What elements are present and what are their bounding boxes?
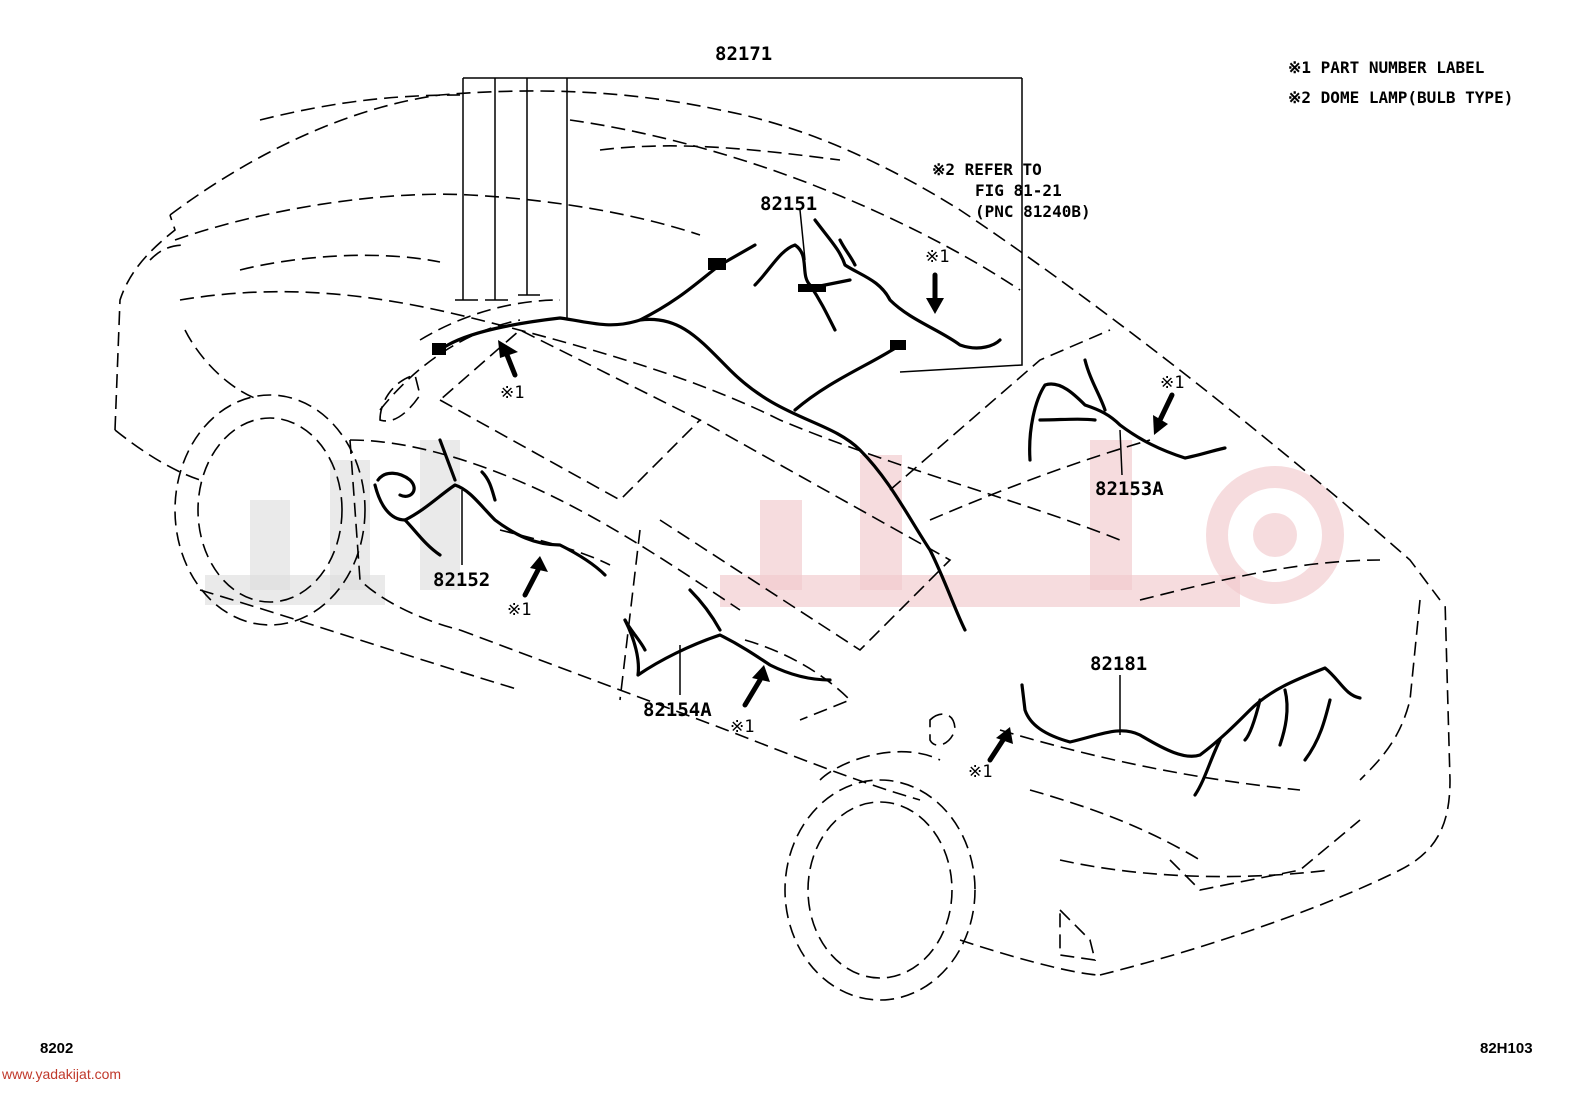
harness-82154A bbox=[623, 588, 832, 682]
refer-line-2: FIG 81-21 bbox=[975, 181, 1062, 200]
watermark-logo bbox=[205, 440, 1344, 607]
label-mark-82154A: ※1 bbox=[730, 717, 754, 737]
legend-note-2: ※2 DOME LAMP(BULB TYPE) bbox=[1288, 88, 1513, 107]
harness-82153A bbox=[1028, 358, 1227, 462]
leader-82151 bbox=[799, 209, 806, 261]
refer-line-3: (PNC 81240B) bbox=[975, 202, 1091, 221]
part-label-82151: 82151 bbox=[760, 193, 817, 215]
footer-right-code: 82H103 bbox=[1480, 1040, 1533, 1057]
label-mark-82151: ※1 bbox=[925, 247, 949, 267]
harness-82171 bbox=[432, 243, 967, 632]
car-body-outline bbox=[114, 90, 1451, 976]
label-arrow-82154A bbox=[742, 665, 770, 708]
harness-82181 bbox=[1020, 666, 1362, 797]
label-arrow-roof bbox=[498, 340, 518, 378]
leader-82153A bbox=[1119, 429, 1123, 476]
label-arrow-82152 bbox=[522, 556, 548, 598]
bracket-82171 bbox=[455, 77, 1023, 373]
harness-82152 bbox=[373, 438, 607, 577]
label-arrow-82181 bbox=[987, 727, 1013, 763]
label-mark-82152: ※1 bbox=[507, 600, 531, 620]
website-watermark: www.yadakijat.com bbox=[2, 1066, 122, 1082]
legend-note-1: ※1 PART NUMBER LABEL bbox=[1288, 58, 1484, 77]
label-mark-82181: ※1 bbox=[968, 762, 992, 782]
front-wheel bbox=[174, 394, 366, 626]
harness-82151 bbox=[753, 218, 1002, 350]
rear-wheel bbox=[784, 779, 976, 1001]
part-label-82153A: 82153A bbox=[1095, 478, 1164, 500]
part-label-82171: 82171 bbox=[715, 43, 772, 65]
label-arrow-82153A bbox=[1153, 392, 1175, 435]
part-label-82154A: 82154A bbox=[643, 699, 712, 721]
label-arrow-82151 bbox=[926, 272, 944, 314]
refer-line-1: ※2 REFER TO bbox=[932, 160, 1042, 179]
label-mark-roof: ※1 bbox=[500, 383, 524, 403]
footer-left-code: 8202 bbox=[40, 1040, 74, 1057]
part-label-82152: 82152 bbox=[433, 569, 490, 591]
label-mark-82153A: ※1 bbox=[1160, 373, 1184, 393]
part-label-82181: 82181 bbox=[1090, 653, 1147, 675]
